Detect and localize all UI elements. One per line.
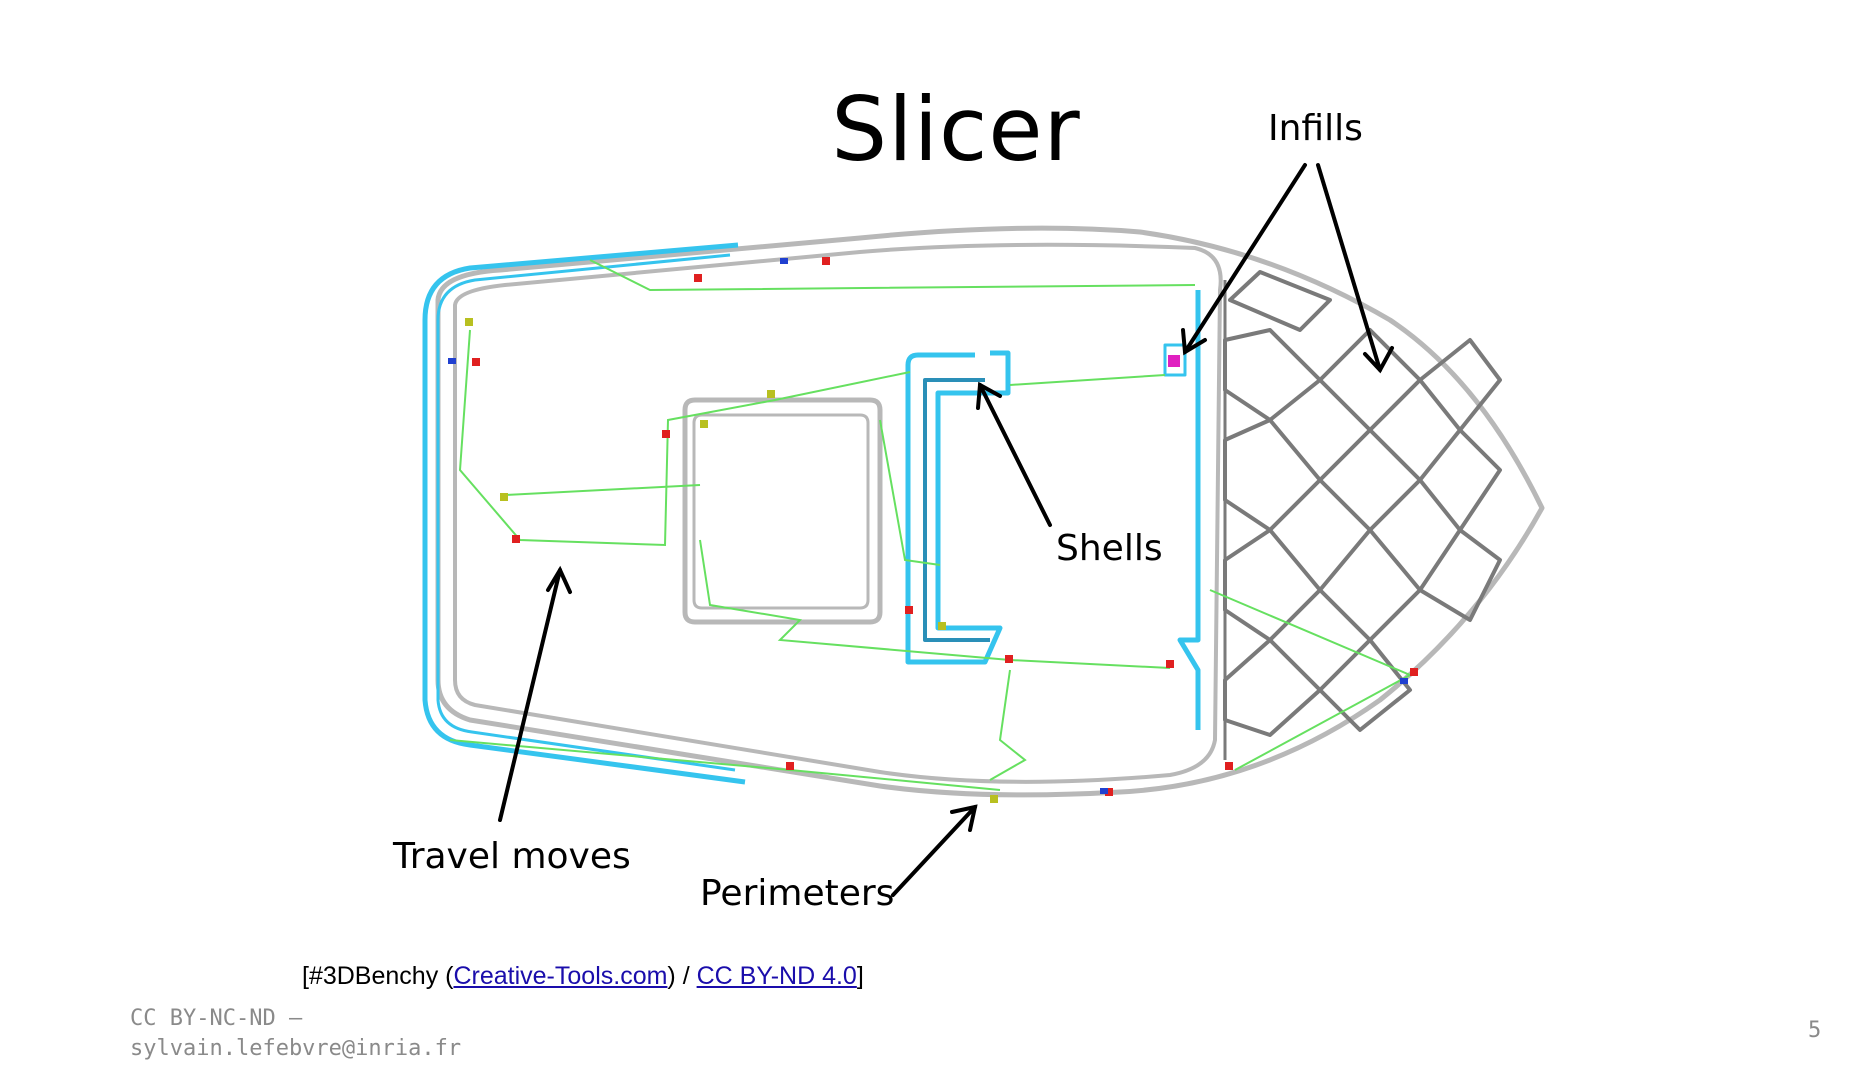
marker-red — [786, 762, 794, 770]
arrow-perimeters-head — [950, 804, 978, 832]
credit-link-creative-tools[interactable]: Creative-Tools.com — [453, 962, 668, 990]
marker-blue — [780, 258, 788, 264]
arrow-shells-head — [976, 381, 1002, 410]
travel-line-1 — [589, 259, 1196, 292]
marker-yellow — [700, 420, 708, 428]
marker-red — [1225, 762, 1233, 770]
marker-red — [1005, 655, 1013, 663]
arrow-infills-right — [1316, 163, 1382, 372]
shell-right — [1177, 290, 1201, 730]
marker-red — [1166, 660, 1174, 668]
infill-lattice-9 — [1318, 528, 1422, 642]
marker-red — [905, 606, 913, 614]
marker-blue — [1100, 788, 1108, 794]
infill-lattice-3 — [1318, 328, 1422, 432]
retraction-markers — [448, 257, 1418, 803]
arrow-travel — [498, 568, 562, 822]
marker-red — [694, 274, 702, 282]
marker-red — [1105, 788, 1113, 796]
image-credit: [#3DBenchy (Creative-Tools.com) / CC BY-… — [302, 962, 864, 991]
infill-lattice-12 — [1318, 638, 1412, 732]
marker-magenta — [1168, 355, 1180, 367]
credit-link-license[interactable]: CC BY-ND 4.0 — [696, 962, 857, 990]
credit-close: ] — [856, 962, 864, 990]
arrow-infills-right-head — [1363, 346, 1394, 374]
annotation-arrows — [498, 163, 1394, 897]
travel-line-9 — [879, 419, 941, 566]
arrow-travel-head — [546, 565, 572, 594]
footer-license-line: CC BY-NC-ND – — [130, 1006, 303, 1031]
marker-yellow — [465, 318, 473, 326]
infill-lattice-1 — [1228, 270, 1332, 332]
marker-red — [1410, 668, 1418, 676]
infill-lattice-8 — [1223, 528, 1322, 642]
shell-center-inner — [923, 378, 990, 642]
credit-open: [#3DBenchy ( — [302, 962, 454, 990]
arrow-infills-left — [1183, 163, 1307, 354]
arrow-shells — [978, 383, 1052, 527]
marker-red — [822, 257, 830, 265]
marker-yellow — [938, 622, 946, 630]
travel-line-6 — [989, 669, 1027, 781]
label-infills: Infills — [1268, 108, 1363, 149]
marker-red — [662, 430, 670, 438]
label-perimeters: Perimeters — [700, 873, 895, 914]
cabin-outline — [682, 397, 883, 625]
shells-group — [422, 242, 1201, 785]
marker-blue — [1400, 678, 1408, 684]
shell-left-inner — [436, 253, 736, 772]
page-number: 5 — [1808, 1018, 1822, 1043]
infill-group — [1223, 270, 1502, 760]
infill-lattice-6 — [1318, 428, 1422, 532]
perimeters-group — [435, 225, 1545, 798]
marker-yellow — [990, 795, 998, 803]
marker-blue — [448, 358, 456, 364]
slide-title: Slicer — [831, 78, 1081, 181]
marker-red — [512, 535, 520, 543]
infill-lattice-10 — [1418, 528, 1502, 622]
marker-red — [472, 358, 480, 366]
arrow-infills-left-head — [1181, 328, 1207, 356]
footer-email: sylvain.lefebvre@inria.fr — [130, 1036, 462, 1061]
shell-small-box — [1163, 343, 1187, 377]
footer-license: CC BY-NC-ND – sylvain.lefebvre@inria.fr — [130, 1004, 461, 1064]
cabin-outline-inner — [692, 413, 870, 610]
shell-center — [905, 350, 1011, 665]
marker-yellow — [767, 390, 775, 398]
infill-lattice-5 — [1223, 418, 1322, 532]
inner-perimeter — [453, 242, 1223, 784]
outer-perimeter — [435, 225, 1545, 798]
travel-line-3 — [504, 484, 701, 496]
travel-line-5 — [699, 539, 1171, 669]
label-travel-moves: Travel moves — [393, 836, 631, 877]
infill-lattice-4 — [1418, 338, 1502, 432]
travel-line-2 — [458, 329, 911, 547]
credit-separator: ) / — [667, 962, 697, 990]
infill-lattice-11 — [1223, 638, 1322, 737]
infill-lattice-2 — [1223, 328, 1322, 422]
arrow-perimeters — [891, 805, 977, 897]
travel-line-4 — [1009, 374, 1166, 386]
label-shells: Shells — [1056, 528, 1163, 569]
infill-lattice-7 — [1418, 428, 1502, 532]
marker-yellow — [500, 493, 508, 501]
